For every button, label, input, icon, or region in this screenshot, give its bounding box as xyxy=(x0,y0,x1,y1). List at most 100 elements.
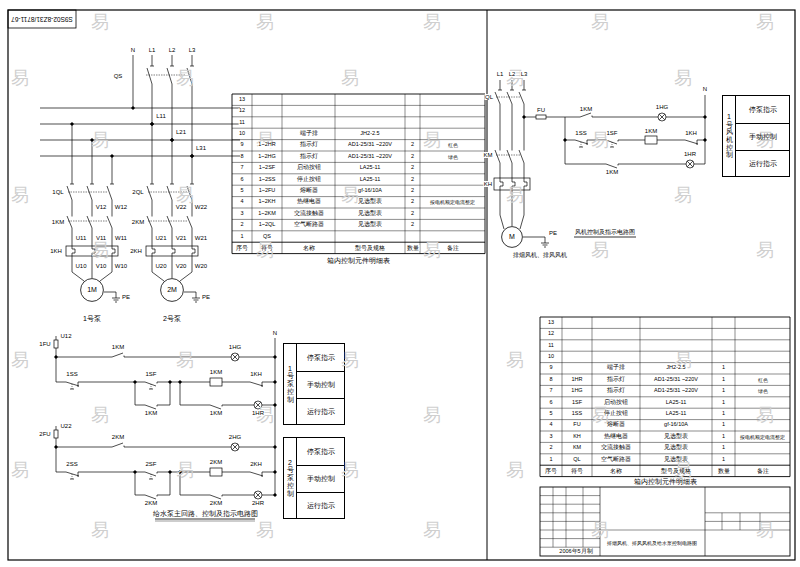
watermark: 易 xyxy=(176,69,195,87)
wire xyxy=(172,214,173,217)
symbol-circle xyxy=(274,471,277,474)
table-cell: 2 xyxy=(410,211,414,217)
table-cell: LA25-11 xyxy=(665,411,686,417)
table-cell: 空气断路器 xyxy=(293,222,324,228)
symbol-circle xyxy=(231,353,239,361)
wire xyxy=(512,215,513,226)
terminal-label: 2QL xyxy=(132,189,144,195)
symbol-circle xyxy=(191,155,194,158)
table-header: 序号 xyxy=(236,245,249,251)
device-label: KH xyxy=(483,181,492,187)
symbol-circle xyxy=(274,381,277,384)
device-label: 1HG xyxy=(655,104,668,110)
wire xyxy=(659,114,665,120)
table-cell: 红色 xyxy=(447,143,458,148)
table-cell: 热继电器 xyxy=(604,434,629,440)
table-cell: 3 xyxy=(240,211,244,217)
device-label: N xyxy=(702,86,707,92)
wire xyxy=(612,142,613,147)
table-cell: 交流接触器 xyxy=(293,211,324,217)
table-cell: JH2-2.5 xyxy=(360,131,380,137)
wire xyxy=(255,492,261,498)
wire xyxy=(540,339,790,340)
panel-heading: 1号泵控制 xyxy=(287,365,294,403)
table-cell: 1~2SF xyxy=(258,165,275,171)
device-label: N xyxy=(272,330,277,336)
table-cell: 绿色 xyxy=(447,154,458,159)
wire-gap xyxy=(112,356,124,359)
table-cell: 10 xyxy=(238,131,245,137)
wire xyxy=(145,495,156,499)
device-label: 1FU xyxy=(39,341,51,347)
wire xyxy=(167,216,172,228)
wire xyxy=(565,117,705,118)
watermark: 易 xyxy=(341,69,360,87)
symbol-circle xyxy=(111,155,114,158)
watermark: 易 xyxy=(91,13,110,31)
table-cell: 7 xyxy=(240,165,244,171)
watermark: 易 xyxy=(591,521,610,539)
wire xyxy=(498,90,502,91)
table-cell: 见选型表 xyxy=(664,445,689,451)
wire xyxy=(512,148,513,151)
terminal-label: 1QL xyxy=(52,189,64,195)
wire xyxy=(222,495,223,497)
wire xyxy=(640,317,641,477)
terminal-label: L31 xyxy=(195,145,206,151)
wire xyxy=(487,10,488,560)
wire xyxy=(495,92,500,104)
watermark: 易 xyxy=(674,186,693,204)
watermark: 易 xyxy=(506,186,525,204)
wire-gap xyxy=(210,494,222,497)
caption: 风机控制及指示电路图 xyxy=(575,229,636,235)
watermark: 易 xyxy=(341,351,360,369)
table-cell: 见选型表 xyxy=(664,457,689,463)
watermark: 易 xyxy=(91,131,110,149)
terminal-label: 2KM xyxy=(131,219,144,225)
wire xyxy=(500,178,503,190)
wire xyxy=(124,446,125,448)
wire-gap xyxy=(145,381,157,384)
table-header: 型号及规格 xyxy=(661,468,692,474)
table-cell: 熔断器 xyxy=(607,423,626,429)
device-label: 1KM xyxy=(209,369,222,375)
symbol-circle xyxy=(55,356,58,359)
wire xyxy=(67,216,72,228)
wire xyxy=(151,384,152,389)
function-text: 运行指示 xyxy=(307,408,335,416)
device-label: L3 xyxy=(520,71,528,77)
table-cell: 指示灯 xyxy=(607,388,626,394)
wire xyxy=(40,156,240,157)
table-cell: 停止按钮 xyxy=(604,411,629,417)
outline xyxy=(536,115,546,119)
table-cell: 1~2SS xyxy=(258,177,276,183)
wire xyxy=(68,192,108,193)
wire xyxy=(155,521,255,522)
table-cell: 13 xyxy=(547,320,554,326)
watermark: 易 xyxy=(176,461,195,479)
function-cell: 停泵指示 xyxy=(296,438,344,465)
symbol-circle xyxy=(274,404,277,407)
terminal-label: W11 xyxy=(115,235,128,241)
wire xyxy=(275,338,276,495)
symbol-circle xyxy=(71,123,74,126)
motor-symbol: M xyxy=(501,226,523,248)
wire xyxy=(107,186,112,200)
motor-symbol: 2M xyxy=(160,278,184,302)
table-cell: 1 xyxy=(721,388,725,394)
device-label: 1KM xyxy=(605,169,618,175)
wire xyxy=(157,405,158,407)
terminal-label: 1KH xyxy=(50,248,63,254)
wire xyxy=(151,474,152,479)
function-text: 停泵指示 xyxy=(749,106,777,114)
wire xyxy=(68,221,108,222)
wire xyxy=(540,442,790,443)
table-header: 名称 xyxy=(302,245,315,251)
symbol-circle xyxy=(134,381,137,384)
wire xyxy=(147,186,152,200)
wire xyxy=(100,272,112,281)
wire xyxy=(90,184,94,185)
table-cell: 热继电器 xyxy=(296,200,321,206)
table-cell: 2 xyxy=(410,165,414,171)
wire xyxy=(705,530,790,531)
